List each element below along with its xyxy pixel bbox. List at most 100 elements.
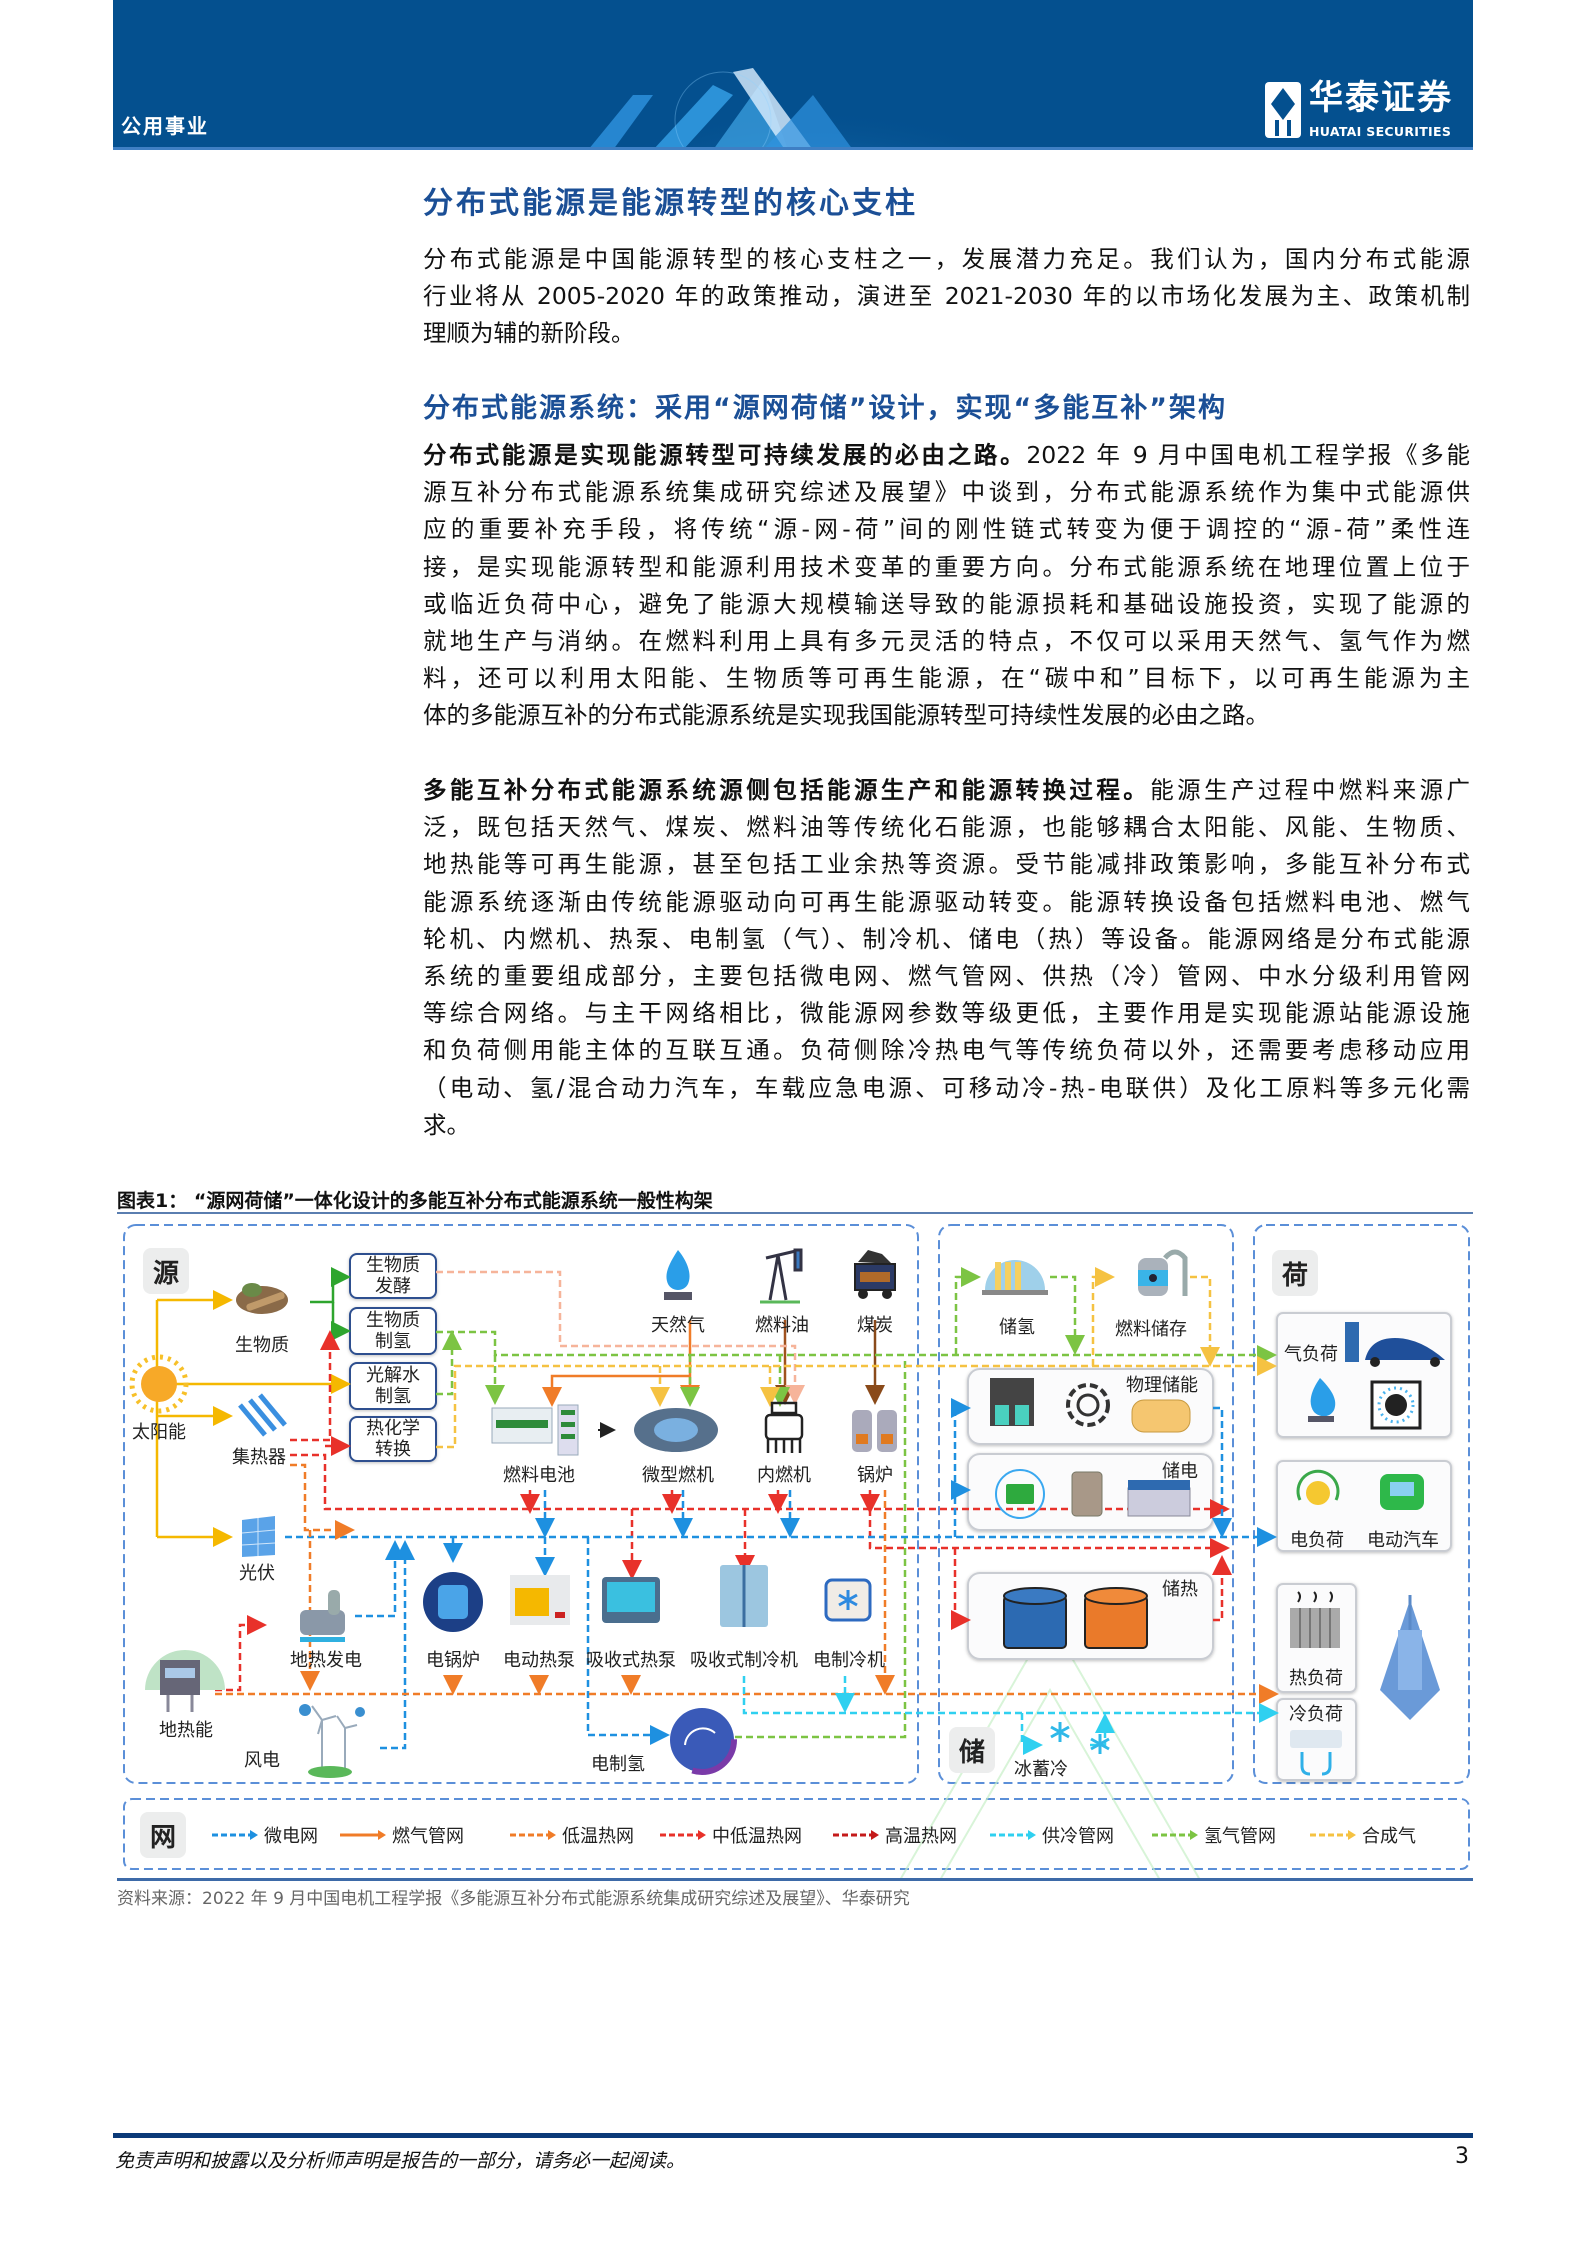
text-line: 和负荷侧用能主体的互联互通。负荷侧除冷热电气等传统负荷以外，还需要考虑移动应用 xyxy=(423,1036,1470,1065)
bold-lead: 分布式能源是实现能源转型可持续发展的必由之路。 xyxy=(423,441,1027,469)
text-line: 就地生产与消纳。在燃料利用上具有多元灵活的特点，不仅可以采用天然气、氢气作为燃 xyxy=(423,626,1470,655)
node-e-h2: 电制氢 xyxy=(591,1754,645,1775)
electric-chiller-icon xyxy=(824,1578,872,1622)
box-photolysis-h2: 光解水制氢 xyxy=(366,1365,420,1407)
battery-icon xyxy=(995,1469,1045,1519)
electric-boiler-icon xyxy=(423,1572,483,1632)
compressed-air-tank-icon xyxy=(1131,1399,1191,1433)
legend-label: 燃气管网 xyxy=(392,1826,464,1847)
node-elec-storage: 储电 xyxy=(1162,1461,1198,1482)
node-cold-load: 冷负荷 xyxy=(1289,1704,1343,1725)
bold-lead: 多能互补分布式能源系统源侧包括能源生产和能源转换过程。 xyxy=(423,776,1151,804)
boiler-icon xyxy=(852,1410,897,1452)
node-micro-turbine: 微型燃机 xyxy=(642,1465,714,1486)
air-conditioner-icon xyxy=(1290,1730,1342,1776)
text-line: 系统的重要组成部分，主要包括微电网、燃气管网、供热（冷）管网、中水分级利用管网 xyxy=(423,961,1470,990)
node-fuel-cell: 燃料电池 xyxy=(503,1465,575,1486)
node-e-boiler: 电锅炉 xyxy=(426,1650,480,1671)
node-physical-storage: 物理储能 xyxy=(1126,1375,1198,1396)
network-legend-region xyxy=(123,1798,1470,1870)
absorption-heat-pump-icon xyxy=(602,1577,660,1623)
syngas-network-lines xyxy=(436,1270,805,1405)
section-source-label: 源 xyxy=(143,1248,189,1294)
cooling-network-lines xyxy=(742,1676,1279,1755)
fuel-cell-icon xyxy=(491,1404,579,1456)
node-solar: 太阳能 xyxy=(132,1422,186,1443)
node-wind: 风电 xyxy=(244,1750,280,1771)
gas-stove-icon xyxy=(1370,1380,1422,1430)
huatai-logo-icon xyxy=(1265,82,1301,138)
figure-caption: 图表1： “源网荷储”一体化设计的多能互补分布式能源系统一般性构架 xyxy=(117,1190,713,1212)
node-collector: 集热器 xyxy=(232,1447,286,1468)
geothermal-power-icon xyxy=(300,1590,345,1642)
section-storage-label: 储 xyxy=(949,1727,995,1773)
text-line: 体的多能源互补的分布式能源系统是实现我国能源转型可持续性发展的必由之路。 xyxy=(423,701,1269,730)
logo-text-en: HUATAI SECURITIES xyxy=(1309,124,1452,139)
box-biomass-ferment: 生物质发酵 xyxy=(366,1255,420,1297)
h2-station-car-icon xyxy=(1345,1322,1445,1367)
text-line: 能源系统逐渐由传统能源驱动向可再生能源驱动转变。能源转换设备包括燃料电池、燃气 xyxy=(423,887,1470,916)
battery-pack-icon xyxy=(1127,1480,1191,1517)
node-natural-gas: 天然气 xyxy=(651,1315,705,1336)
radiator-icon xyxy=(1290,1591,1340,1648)
footer-disclaimer: 免责声明和披露以及分析师声明是报告的一部分，请务必一起阅读。 xyxy=(115,2150,686,2172)
legend-label: 氢气管网 xyxy=(1204,1826,1276,1847)
paragraph-2: 分布式能源是实现能源转型可持续发展的必由之路。2022 年 9 月中国电机工程学… xyxy=(423,437,1470,735)
page-number: 3 xyxy=(1455,2144,1469,2169)
node-abs-heat-pump: 吸收式热泵 xyxy=(586,1650,676,1671)
text-line: 接，是实现能源转型和能源利用技术变革的重要方向。分布式能源系统在地理位置上位于 xyxy=(423,552,1470,581)
micro-turbine-icon xyxy=(634,1408,718,1452)
legend-line-marker xyxy=(340,1830,386,1840)
node-elec-load: 电负荷 xyxy=(1290,1530,1344,1551)
page-title: 分布式能源是能源转型的核心支柱 xyxy=(423,186,918,221)
natural-gas-icon xyxy=(664,1250,692,1300)
text-span: 能源生产过程中燃料来源广 xyxy=(1150,776,1471,804)
pv-panel-icon xyxy=(241,1516,276,1557)
absorption-chiller-icon xyxy=(720,1565,768,1627)
legend-label: 高温热网 xyxy=(885,1826,957,1847)
node-fuel-oil: 燃料油 xyxy=(755,1315,809,1336)
text-line: （电动、氢/混合动力汽车，车载应急电源、可移动冷-热-电联供）及化工原料等多元化… xyxy=(423,1073,1470,1102)
header-decoration xyxy=(553,20,1073,147)
node-h2-storage: 储氢 xyxy=(999,1317,1035,1338)
node-e-heat-pump: 电动热泵 xyxy=(503,1650,575,1671)
node-abs-chiller: 吸收式制冷机 xyxy=(690,1650,798,1671)
node-fuel-storage: 燃料储存 xyxy=(1115,1319,1187,1340)
text-line: 分布式能源是实现能源转型可持续发展的必由之路。2022 年 9 月中国电机工程学… xyxy=(423,437,1470,474)
section-label: 公用事业 xyxy=(121,114,209,138)
text-line: 地热能等可再生能源，甚至包括工业余热等资源。受节能减排政策影响，多能互补分布式 xyxy=(423,850,1470,879)
legend-label: 合成气 xyxy=(1362,1826,1416,1847)
box-thermochem: 热化学转换 xyxy=(366,1418,420,1460)
node-heat-storage: 储热 xyxy=(1162,1579,1198,1600)
caption-divider xyxy=(117,1212,1473,1214)
text-line: 应的重要补充手段，将传统“源-网-荷”间的刚性链式转变为便于调控的“源-荷”柔性… xyxy=(423,515,1470,544)
legend-label: 微电网 xyxy=(264,1826,318,1847)
node-geo-power: 地热发电 xyxy=(290,1650,362,1671)
hydrogen-network-lines xyxy=(436,1267,1277,1739)
building-icon xyxy=(1380,1595,1440,1720)
source-region xyxy=(123,1224,919,1784)
biomass-icon xyxy=(236,1283,288,1314)
legend-label: 低温热网 xyxy=(562,1826,634,1847)
load-region xyxy=(1253,1224,1470,1784)
text-line: 求。 xyxy=(423,1110,470,1139)
sun-icon xyxy=(129,1354,189,1414)
box-biomass-h2: 生物质制氢 xyxy=(366,1310,420,1352)
text-line: 行业将从 2005-2020 年的政策推动，演进至 2021-2030 年的以市… xyxy=(423,282,1470,311)
section-heading: 分布式能源系统：采用“源网荷储”设计，实现“多能互补”架构 xyxy=(423,393,1227,424)
node-e-chiller: 电制冷机 xyxy=(813,1650,885,1671)
legend-line-marker xyxy=(510,1830,556,1840)
ice-storage-icon xyxy=(1050,1722,1110,1754)
paragraph-1: 分布式能源是中国能源转型的核心支柱之一，发展潜力充足。我们认为，国内分布式能源 … xyxy=(423,241,1470,353)
heat-storage-tanks-icon xyxy=(1003,1587,1148,1649)
flywheel-gear-icon xyxy=(1066,1383,1110,1427)
syngas-yellow-lines xyxy=(436,1267,1277,1449)
node-ice-storage: 冰蓄冷 xyxy=(1014,1759,1068,1780)
text-line: 源互补分布式能源系统集成研究综述及展望》中谈到，分布式能源系统作为集中式能源供 xyxy=(423,478,1470,507)
mid-low-heat-network-lines xyxy=(215,1330,1232,1692)
gas-flame-load-icon xyxy=(1308,1378,1336,1422)
fuel-storage-tank-icon xyxy=(1138,1249,1188,1296)
text-line: 轮机、内燃机、热泵、电制氢（气）、制冷机、储电（热）等设备。能源网络是分布式能源 xyxy=(423,924,1470,953)
legend-line-marker xyxy=(1152,1830,1198,1840)
